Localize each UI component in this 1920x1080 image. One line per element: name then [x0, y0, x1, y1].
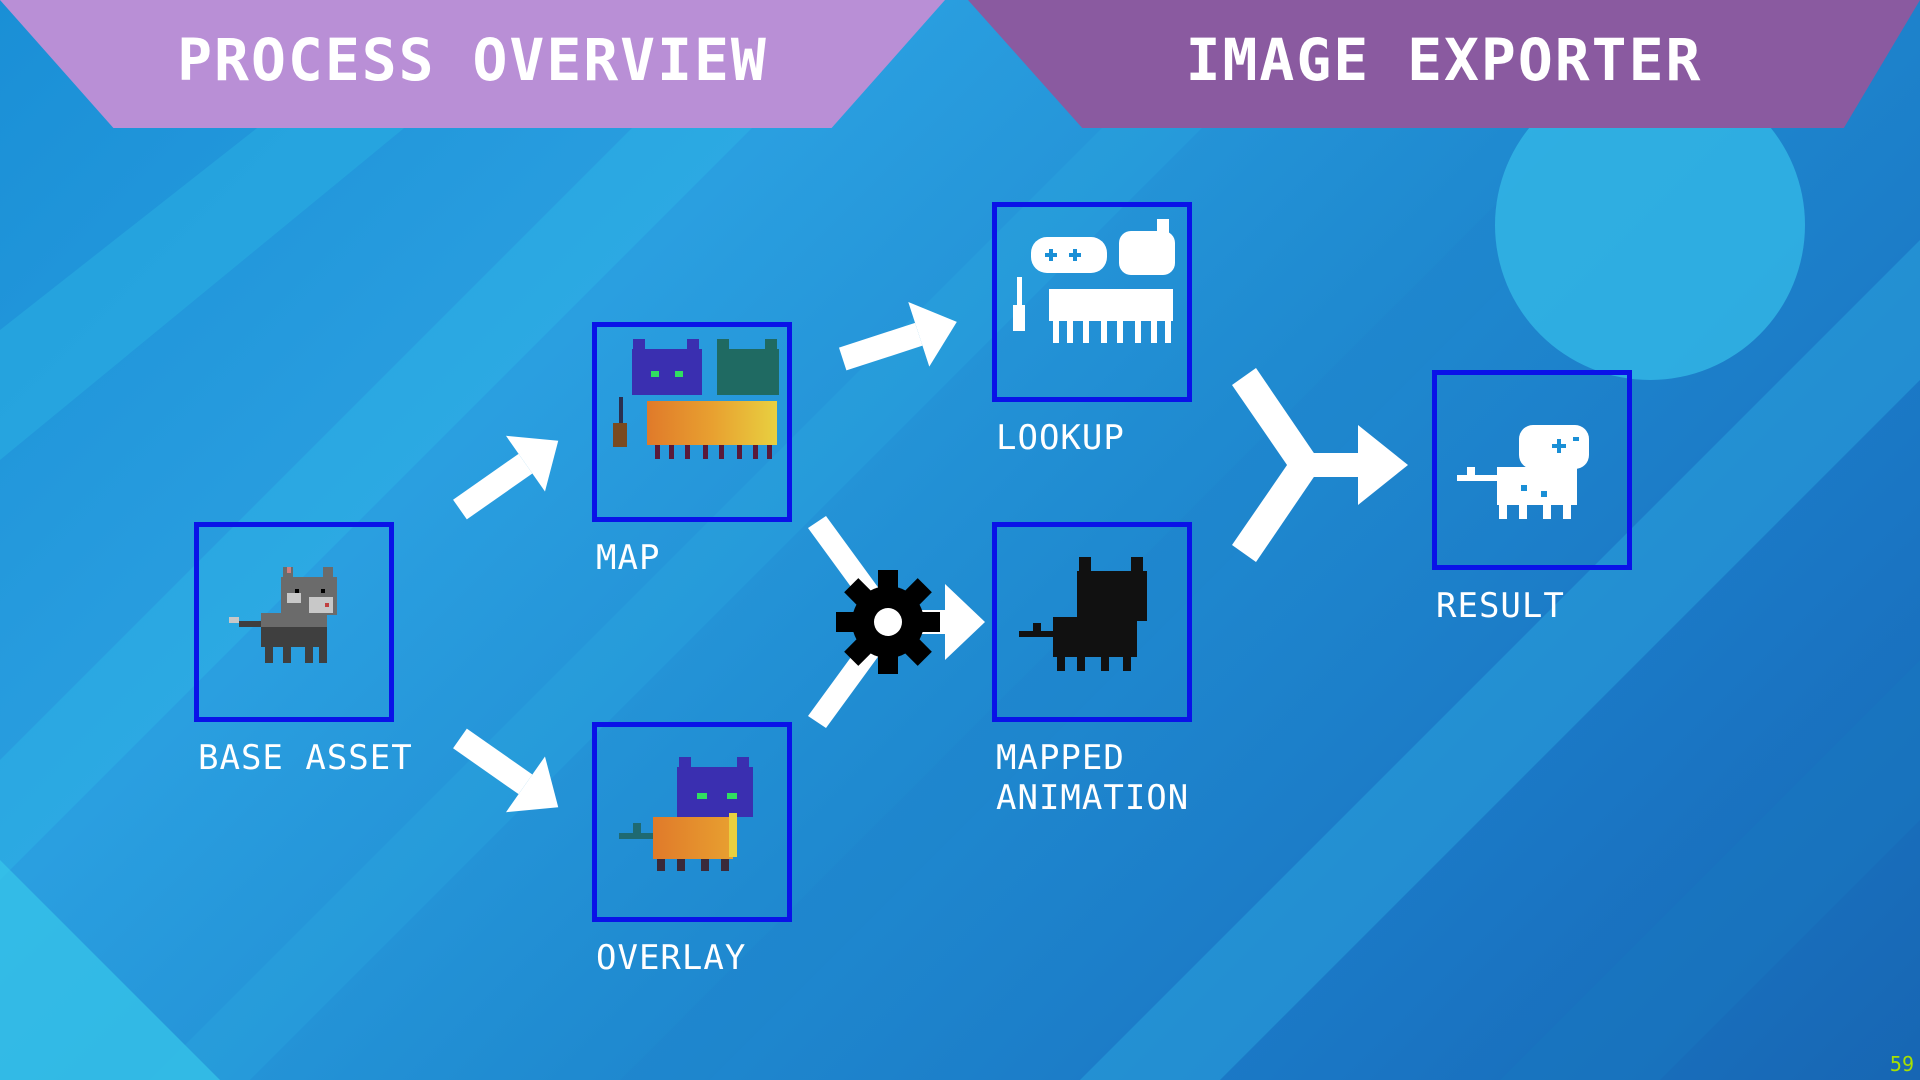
- node-base-asset: [194, 522, 394, 722]
- image-exporter-banner: IMAGE EXPORTER: [968, 0, 1920, 128]
- label-overlay: OVERLAY: [596, 938, 747, 978]
- node-result: [1432, 370, 1632, 570]
- white-cat-sprite-icon: [1457, 425, 1589, 519]
- black-cat-silhouette-icon: [1019, 557, 1147, 671]
- process-overview-banner: PROCESS OVERVIEW: [0, 0, 945, 128]
- banner-title-right: IMAGE EXPORTER: [1185, 26, 1703, 94]
- label-map: MAP: [596, 538, 661, 578]
- node-lookup: [992, 202, 1192, 402]
- label-lookup: LOOKUP: [996, 418, 1125, 458]
- overlay-cat-sprite-icon: [619, 757, 753, 871]
- label-mapped-animation-line1: MAPPED: [996, 738, 1125, 778]
- label-mapped-animation-line2: ANIMATION: [996, 778, 1190, 818]
- gray-cat-sprite-icon: [229, 567, 337, 663]
- label-base-asset: BASE ASSET: [198, 738, 413, 778]
- node-map: [592, 322, 792, 522]
- lookup-cat-sprite-icon: [1013, 219, 1175, 343]
- node-overlay: [592, 722, 792, 922]
- banner-title-left: PROCESS OVERVIEW: [177, 26, 768, 94]
- page-number: 59: [1889, 1052, 1914, 1076]
- label-result: RESULT: [1436, 586, 1565, 626]
- node-mapped-animation: [992, 522, 1192, 722]
- color-map-cat-sprite-icon: [613, 339, 779, 459]
